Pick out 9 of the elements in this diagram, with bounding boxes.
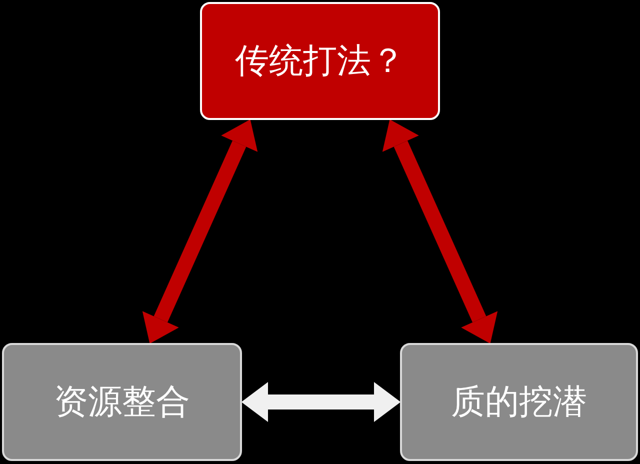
box-label: 质的挖潜 [451,381,587,424]
double-arrow [241,382,401,422]
box-label: 资源整合 [54,381,190,424]
rounded-box [2,343,242,461]
rounded-box [200,2,440,120]
double-arrow [142,119,258,344]
rounded-box [400,343,638,461]
box-label: 传统打法？ [235,40,405,83]
double-arrow [382,119,498,344]
